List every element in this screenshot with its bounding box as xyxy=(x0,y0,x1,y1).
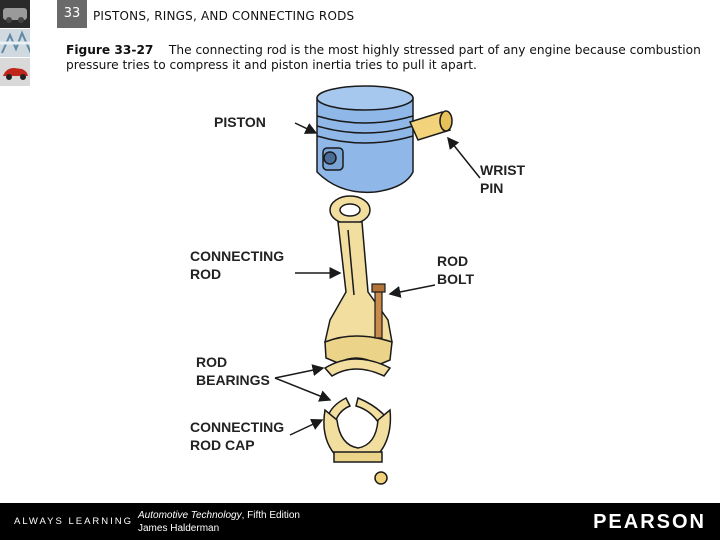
rod-cap-label-line2: ROD CAP xyxy=(190,437,255,453)
rod-bearing-lower xyxy=(327,396,387,424)
connecting-rod-drawing xyxy=(274,85,481,485)
pearson-logo: PEARSON xyxy=(593,511,706,533)
piston-label: PISTON xyxy=(214,114,266,130)
figure-label: Figure 33-27 xyxy=(66,43,154,57)
rod-bolt-label-line2: BOLT xyxy=(437,271,475,287)
rod-bolt-label-line1: ROD xyxy=(437,253,469,269)
connecting-rod-illustration: PISTON WRIST PIN CONNECTING ROD ROD BOLT… xyxy=(180,80,550,490)
car-interior-thumbnail xyxy=(0,0,30,28)
figure-caption: Figure 33-27 The connecting rod is the m… xyxy=(66,43,706,73)
rod-shape xyxy=(324,195,393,366)
chapter-thumbnails xyxy=(0,0,56,90)
connecting-rod-label-line2: ROD xyxy=(190,266,222,282)
book-credit: Automotive Technology, Fifth Edition Jam… xyxy=(138,509,300,535)
pattern-thumbnail xyxy=(0,29,30,57)
red-car-thumbnail xyxy=(0,58,30,86)
wrist-pin-label-line1: WRIST xyxy=(480,162,526,178)
footer-bar: ALWAYS LEARNING Automotive Technology, F… xyxy=(0,503,720,540)
book-author: James Halderman xyxy=(138,523,220,534)
book-edition: , Fifth Edition xyxy=(241,510,300,521)
rod-cap-label-line1: CONNECTING xyxy=(190,419,285,435)
wrist-pin-label-line2: PIN xyxy=(480,180,504,196)
connecting-rod-label-line1: CONNECTING xyxy=(190,248,285,264)
rod-bearing-upper xyxy=(323,358,392,377)
piston-shape xyxy=(316,85,414,194)
rod-bolt-shape xyxy=(371,283,386,339)
chapter-number-badge: 33 xyxy=(57,0,87,28)
caption-text: The connecting rod is the most highly st… xyxy=(66,43,701,72)
always-learning-text: ALWAYS LEARNING xyxy=(14,516,134,527)
rod-cap-shape xyxy=(323,408,392,485)
book-title: Automotive Technology xyxy=(138,510,242,521)
chapter-title: PISTONS, RINGS, AND CONNECTING RODS xyxy=(93,9,355,23)
wrist-pin-shape xyxy=(408,110,453,141)
rod-bearings-label-line1: ROD xyxy=(196,354,228,370)
rod-bearings-label-line2: BEARINGS xyxy=(196,372,270,388)
